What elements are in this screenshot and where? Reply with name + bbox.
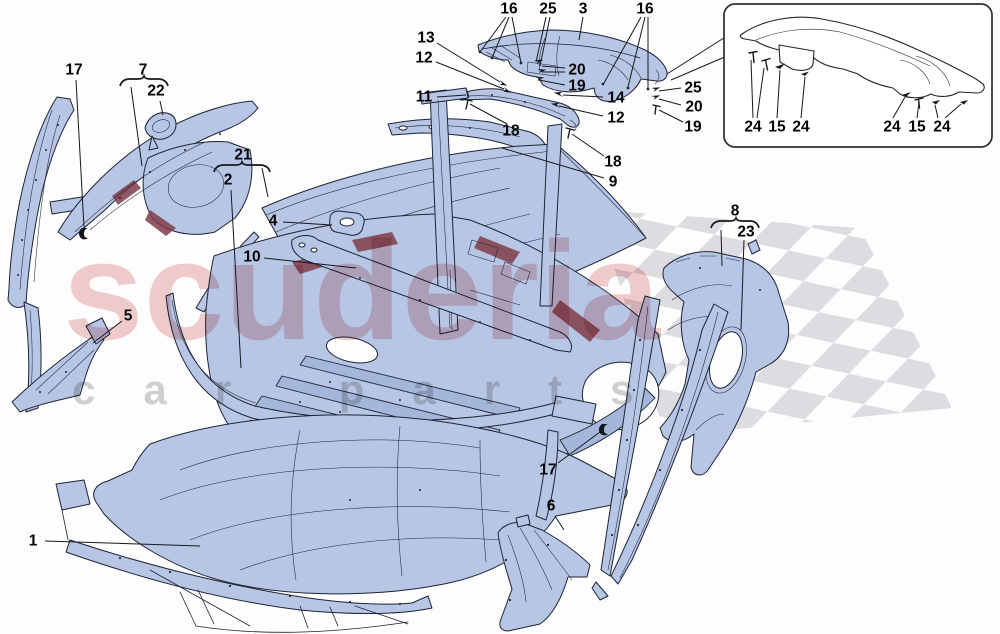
callout-22-4: 4: [268, 212, 278, 230]
part-3-rear-cowl: [477, 29, 668, 102]
callout-6-16: 16: [500, 0, 518, 18]
callout-23-10: 10: [243, 248, 261, 266]
callout-30-24: 24: [744, 118, 762, 136]
callout-8-3: 3: [578, 0, 588, 18]
callout-33-24: 24: [883, 118, 901, 136]
callout-16-9: 9: [608, 173, 618, 191]
callout-12-14: 14: [607, 89, 625, 107]
callout-15-18: 18: [604, 153, 622, 171]
callout-25-1: 1: [28, 532, 38, 550]
part-roof-latch: [329, 210, 365, 236]
callout-27-23: 23: [737, 223, 755, 241]
callout-28-17: 17: [539, 461, 557, 479]
part-bumper-frame: [55, 479, 433, 633]
callout-21-2: 2: [223, 171, 233, 189]
callout-9-16: 16: [636, 0, 654, 18]
part-fender-support: [11, 317, 111, 413]
part-b-pillar: [535, 295, 729, 601]
callout-13-12: 12: [607, 109, 625, 127]
callout-10-20: 20: [568, 61, 586, 79]
callout-26-8: 8: [730, 202, 740, 220]
callout-4-12: 12: [415, 49, 433, 67]
callout-32-24: 24: [792, 118, 810, 136]
callout-7-25: 25: [539, 0, 557, 18]
callout-3-13: 13: [417, 29, 435, 47]
part-front-cowl: [93, 414, 628, 595]
inset-leader-lines: [750, 59, 962, 119]
part-quarter-panel: [659, 239, 790, 476]
part-cross-member: [291, 235, 573, 353]
callout-29-6: 6: [546, 497, 556, 515]
callout-31-15: 15: [768, 118, 786, 136]
callout-2-22: 22: [147, 82, 165, 100]
callout-35-24: 24: [933, 118, 951, 136]
callout-17-25: 25: [684, 79, 702, 97]
callout-20-21: 21: [234, 146, 252, 164]
callout-5-11: 11: [415, 88, 433, 106]
callout-19-19: 19: [684, 118, 702, 136]
callout-11-19: 19: [568, 77, 586, 95]
watermark-line2: car parts: [72, 366, 681, 413]
part-22-pad: [144, 112, 177, 151]
callout-lines: [44, 16, 760, 547]
callout-34-15: 15: [908, 118, 926, 136]
callout-0-17: 17: [65, 61, 83, 79]
inset-part-outline: [739, 16, 985, 99]
callout-18-20: 20: [685, 98, 703, 116]
inset-fasteners: [748, 50, 968, 109]
callout-14-18: 18: [502, 122, 520, 140]
inset-detail-box: [666, 3, 993, 148]
watermark-line1: scuderia: [63, 212, 661, 369]
body-art: [7, 29, 790, 633]
callout-1-7: 7: [138, 61, 148, 79]
part-front-fender: [497, 514, 591, 632]
callout-24-5: 5: [123, 307, 133, 325]
watermark: scuderia car parts: [63, 212, 681, 413]
